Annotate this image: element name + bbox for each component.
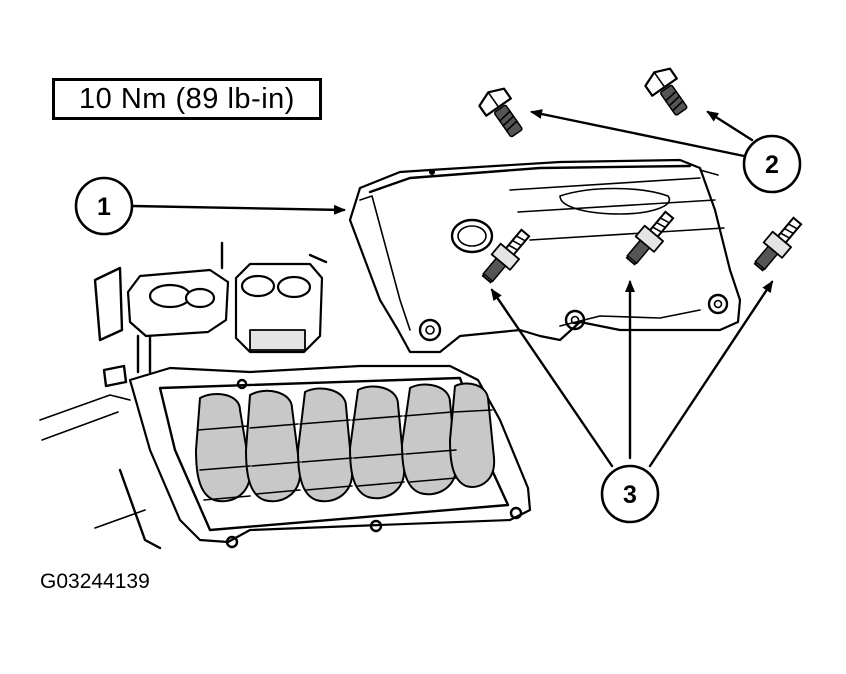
leader-lines xyxy=(130,109,774,468)
callout-1: 1 xyxy=(74,176,134,236)
callout-2: 2 xyxy=(742,134,802,194)
callout-3-label: 3 xyxy=(623,481,637,509)
leader-3c xyxy=(648,280,774,468)
bolt-top-right xyxy=(644,67,688,116)
callout-2-label: 2 xyxy=(765,151,779,179)
callout-3: 3 xyxy=(600,464,660,524)
stud-right xyxy=(753,216,803,272)
engine-block xyxy=(39,241,328,550)
callout-1-label: 1 xyxy=(97,193,111,221)
leader-2a xyxy=(530,109,746,158)
leader-1 xyxy=(130,204,346,215)
torque-spec-box: 10 Nm (89 lb-in) xyxy=(52,78,322,120)
leader-3a xyxy=(490,288,614,468)
stud-middle xyxy=(625,210,675,266)
stud-left xyxy=(481,228,531,284)
cylinder-head xyxy=(128,364,532,549)
bolt-top-left xyxy=(478,87,523,138)
leader-2b xyxy=(706,110,754,142)
valve-cover xyxy=(348,158,742,354)
figure-id: G03244139 xyxy=(40,570,150,593)
